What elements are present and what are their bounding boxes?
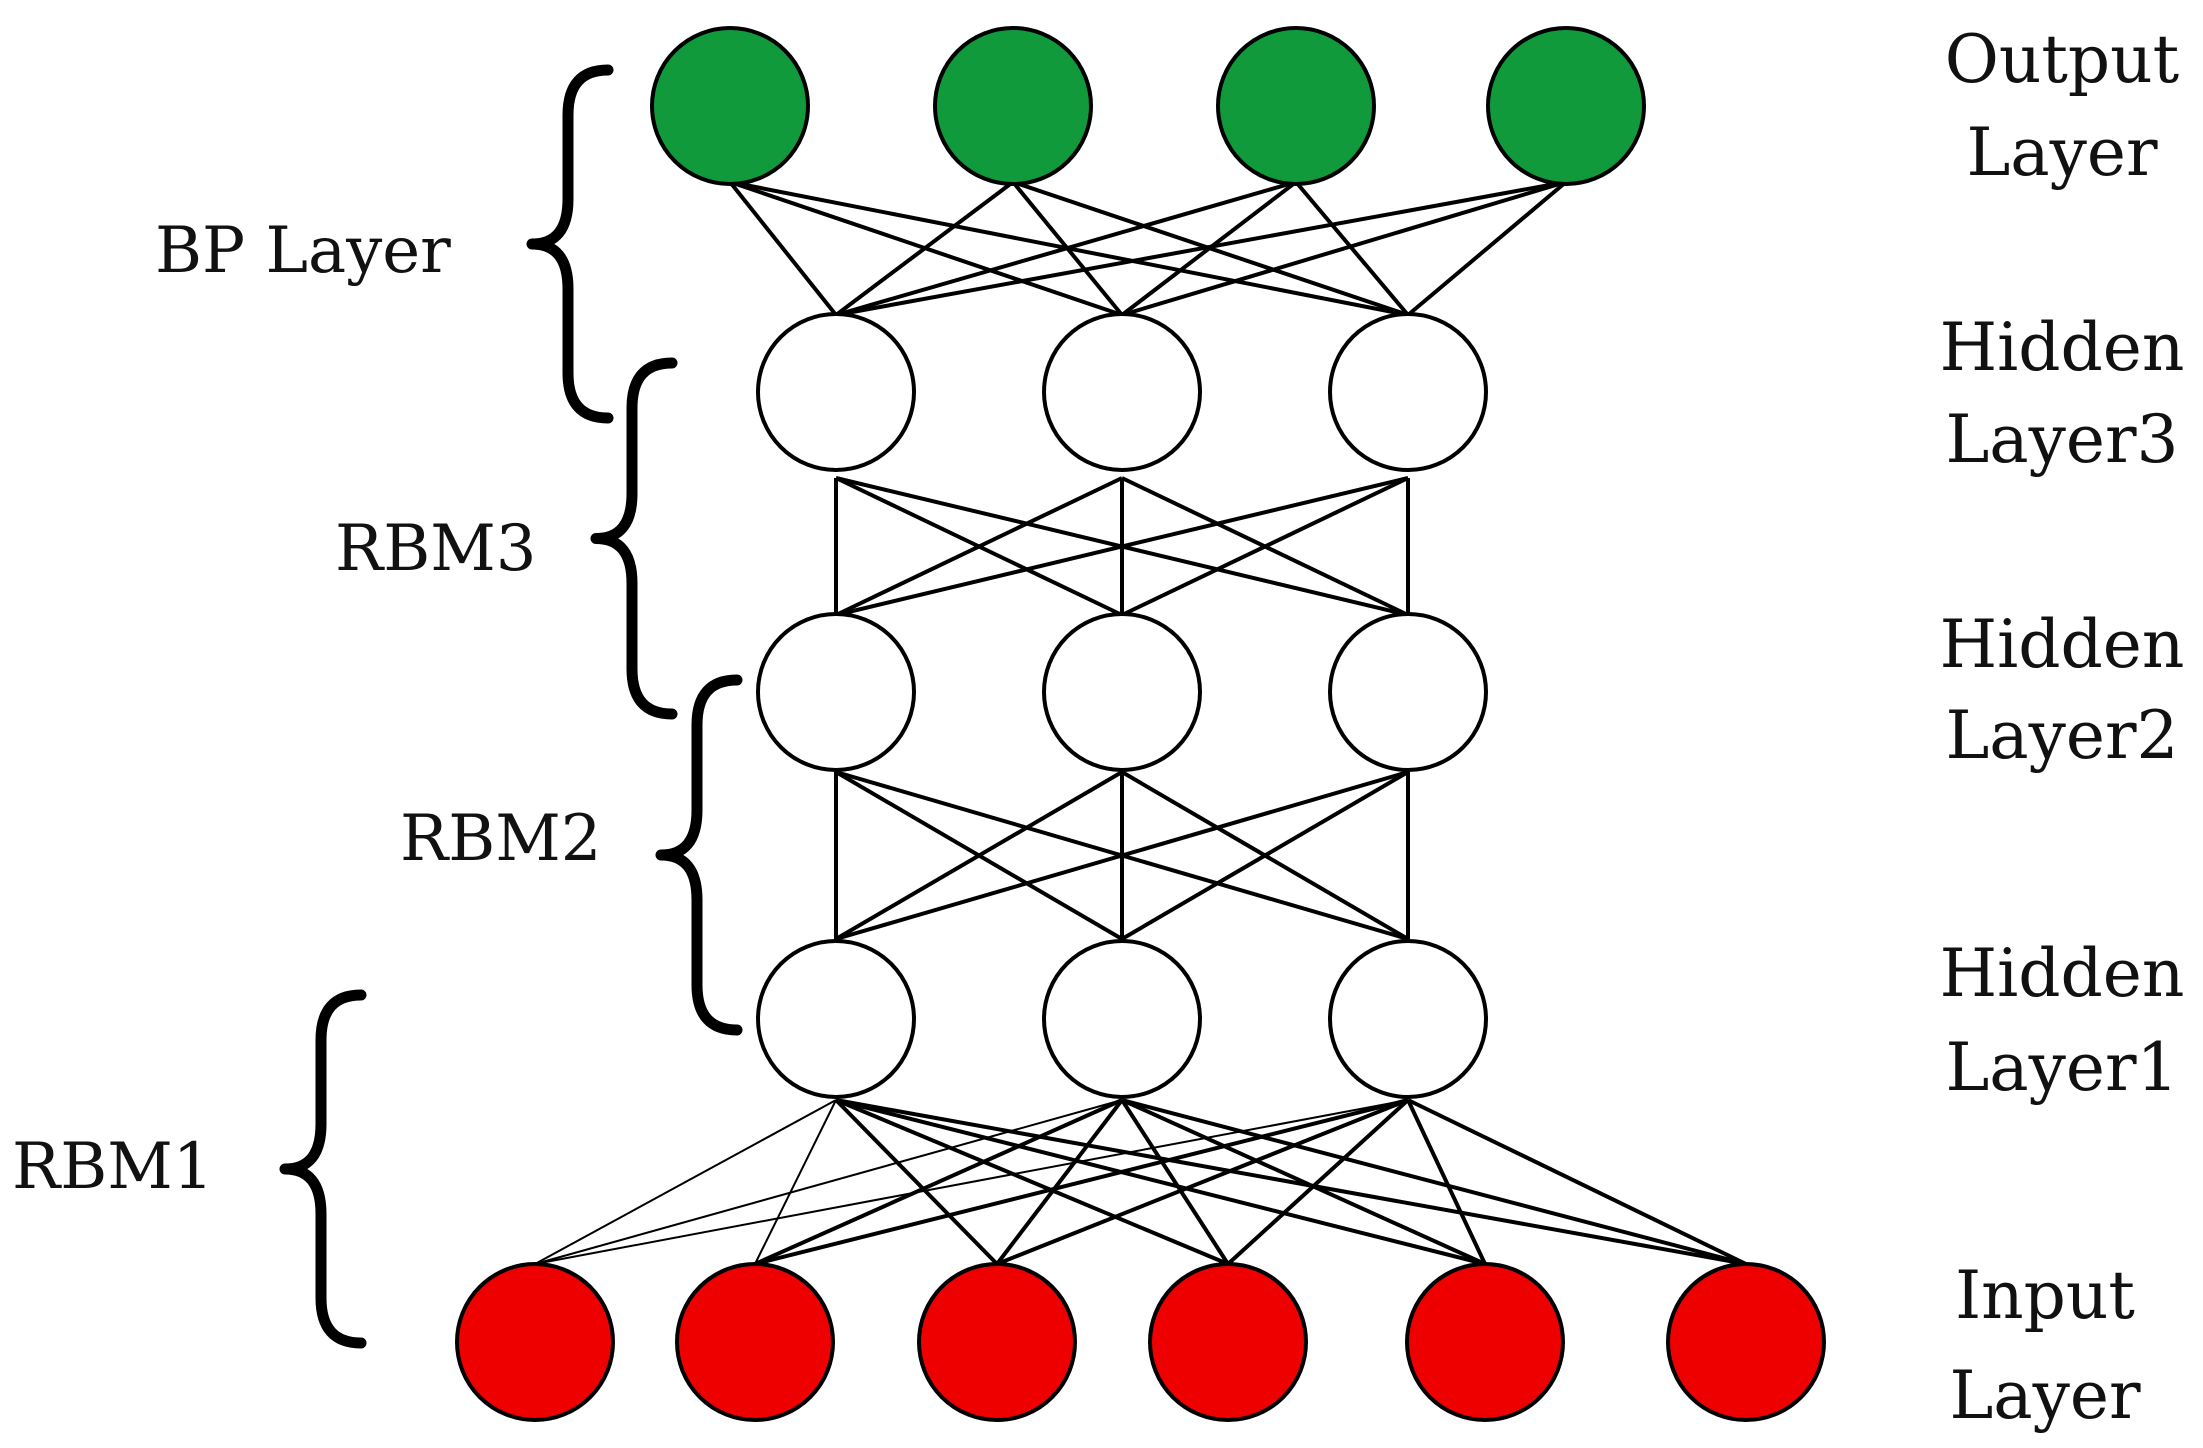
edge-hidden1-2-input-1 — [534, 1099, 1123, 1265]
edge-hidden2-3-hidden1-1 — [835, 770, 1409, 941]
edge-hidden1-2-input-3 — [995, 1098, 1124, 1266]
connections — [534, 180, 1747, 1266]
edge-hidden1-3-input-1 — [534, 1099, 1409, 1265]
rbm3-label: RBM3 — [335, 512, 536, 586]
rbm1-label: RBM1 — [12, 1130, 213, 1204]
edge-hidden1-3-input-3 — [996, 1098, 1409, 1266]
edge-output-3-hidden3-1 — [835, 180, 1297, 317]
group-braces — [279, 64, 743, 1349]
edge-hidden1-2-input-2 — [754, 1098, 1123, 1266]
hidden1-node-1 — [756, 939, 916, 1099]
bp-layer-brace — [526, 64, 614, 424]
edge-hidden1-3-input-2 — [754, 1098, 1409, 1266]
input-node-5 — [1405, 1262, 1565, 1422]
output-node-1 — [650, 26, 810, 186]
rbm2-brace — [655, 674, 743, 1036]
edge-output-1-hidden3-1 — [728, 180, 838, 317]
input-node-1 — [455, 1262, 615, 1422]
edge-hidden1-1-input-5 — [835, 1098, 1486, 1266]
hidden-layer3-label-line2: Layer3 — [1945, 401, 2178, 478]
rbm3-brace — [590, 357, 678, 720]
edge-output-3-hidden3-3 — [1294, 180, 1410, 317]
input-node-3 — [917, 1262, 1077, 1422]
hidden-layer1-label-line1: Hidden — [1940, 935, 2185, 1012]
edge-hidden1-1-input-4 — [835, 1098, 1229, 1266]
edge-output-4-hidden3-1 — [835, 180, 1567, 317]
input-layer-label-line2: Layer — [1949, 1357, 2141, 1434]
edge-hidden3-3-hidden2-2 — [1121, 476, 1409, 617]
edge-hidden1-1-input-1 — [534, 1099, 837, 1265]
rbm1-brace — [279, 989, 367, 1349]
hidden-layer2-label-line2: Layer2 — [1945, 697, 2178, 774]
hidden3-node-2 — [1042, 312, 1202, 472]
output-layer-label-line1: Output — [1945, 21, 2179, 98]
edge-hidden1-3-input-5 — [1406, 1099, 1487, 1265]
edge-hidden3-2-hidden2-1 — [835, 476, 1123, 617]
hidden2-node-1 — [756, 612, 916, 772]
edge-hidden1-2-input-6 — [1121, 1098, 1747, 1266]
edge-hidden1-3-input-4 — [1226, 1098, 1410, 1266]
output-node-4 — [1486, 26, 1646, 186]
edge-output-4-hidden3-2 — [1121, 180, 1567, 317]
edge-hidden1-3-input-6 — [1407, 1098, 1747, 1266]
hidden2-node-3 — [1328, 612, 1488, 772]
hidden3-node-3 — [1328, 312, 1488, 472]
input-layer-label-line1: Input — [1955, 1257, 2135, 1334]
hidden1-node-3 — [1328, 939, 1488, 1099]
input-node-6 — [1666, 1262, 1826, 1422]
output-node-3 — [1216, 26, 1376, 186]
edge-output-4-hidden3-3 — [1406, 180, 1568, 317]
rbm2-label: RBM2 — [400, 802, 601, 876]
hidden3-node-1 — [756, 312, 916, 472]
bp-layer-label: BP Layer — [155, 214, 451, 288]
hidden1-node-2 — [1042, 939, 1202, 1099]
edge-hidden3-3-hidden2-1 — [835, 476, 1409, 617]
edge-hidden1-2-input-5 — [1121, 1098, 1486, 1266]
input-node-4 — [1148, 1262, 1308, 1422]
edge-output-2-hidden3-1 — [834, 180, 1015, 317]
layer-labels: Output Layer Hidden Layer3 Hidden Layer2… — [1940, 21, 2185, 1434]
input-node-2 — [675, 1262, 835, 1422]
hidden2-node-2 — [1042, 612, 1202, 772]
neurons — [455, 26, 1826, 1422]
hidden-layer1-label-line2: Layer1 — [1945, 1029, 2178, 1106]
hidden-layer2-label-line1: Hidden — [1940, 606, 2185, 683]
output-node-2 — [933, 26, 1093, 186]
group-labels: BP Layer RBM3 RBM2 RBM1 — [12, 214, 601, 1204]
edge-hidden1-1-input-2 — [754, 1099, 837, 1265]
edge-hidden1-2-input-4 — [1120, 1098, 1230, 1266]
edge-hidden1-1-input-3 — [834, 1098, 999, 1266]
output-layer-label-line2: Layer — [1966, 114, 2158, 191]
edge-hidden2-3-hidden1-2 — [1120, 770, 1410, 941]
hidden-layer3-label-line1: Hidden — [1940, 309, 2185, 386]
edge-hidden1-1-input-6 — [835, 1098, 1747, 1266]
edge-hidden2-2-hidden1-1 — [834, 770, 1124, 941]
